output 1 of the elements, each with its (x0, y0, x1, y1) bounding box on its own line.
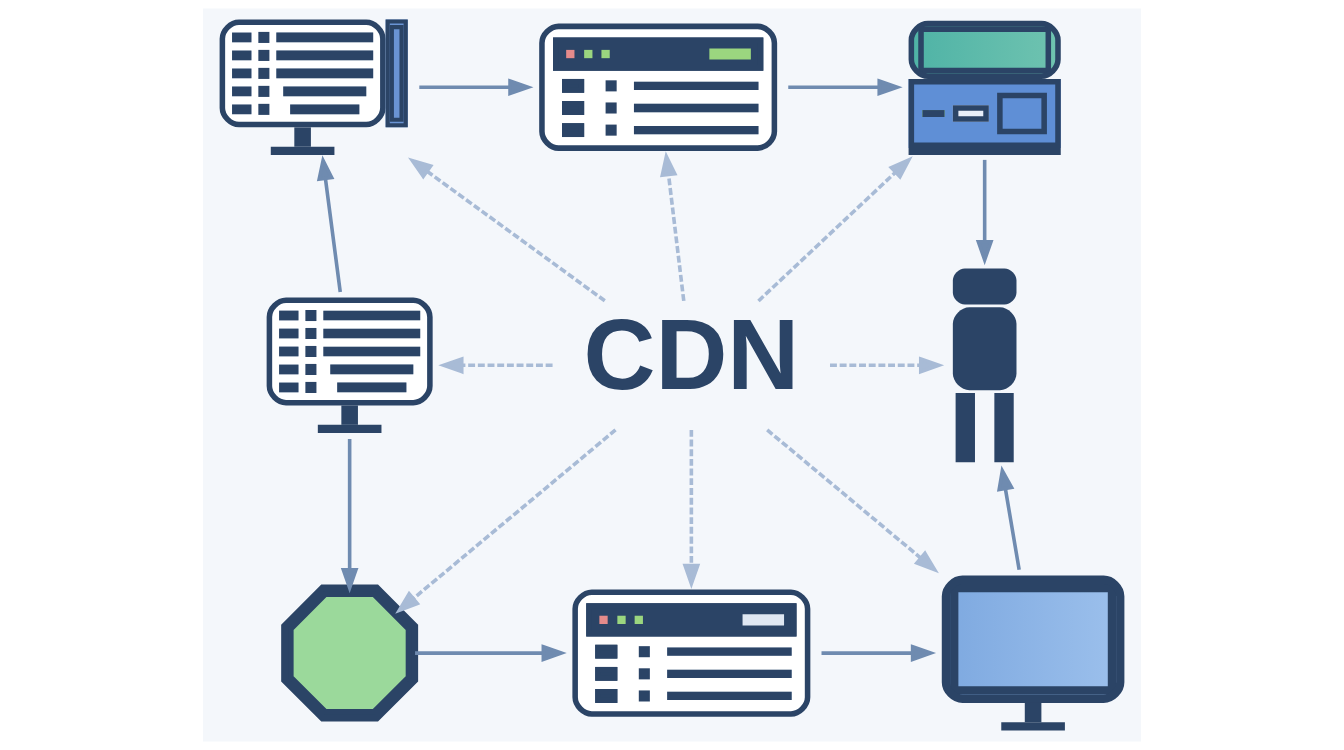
node-text: CDN (583, 298, 800, 410)
